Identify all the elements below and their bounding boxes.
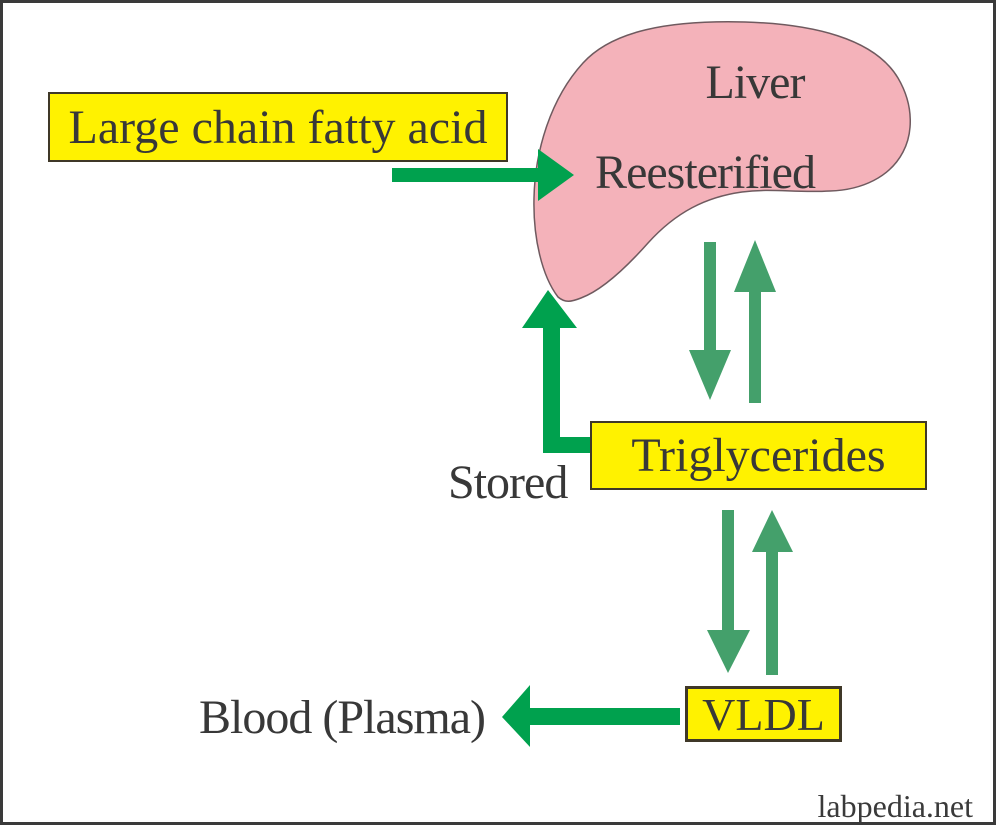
reesterified-label: Reesterified xyxy=(595,146,816,199)
node-vldl-label: VLDL xyxy=(702,688,825,740)
node-large-chain-fatty-acid-label: Large chain fatty acid xyxy=(68,100,488,154)
arrow-triglycerides-to-liver-up-icon xyxy=(734,240,776,403)
node-triglycerides-label: Triglycerides xyxy=(631,429,886,482)
arrow-fatty-acid-to-liver-icon xyxy=(392,149,574,201)
node-vldl: VLDL xyxy=(685,686,842,742)
node-triglycerides: Triglycerides xyxy=(590,421,927,490)
arrow-vldl-to-blood-icon xyxy=(502,685,680,747)
arrow-vldl-to-triglycerides-up-icon xyxy=(752,510,793,675)
node-large-chain-fatty-acid: Large chain fatty acid xyxy=(48,92,508,162)
stored-label: Stored xyxy=(448,456,568,509)
arrow-triglycerides-stored-to-liver-icon xyxy=(522,290,592,453)
arrow-triglycerides-to-vldl-down-icon xyxy=(707,510,750,673)
liver-label: Liver xyxy=(705,56,806,109)
watermark-labpedia: labpedia.net xyxy=(817,788,973,824)
liver-shape xyxy=(533,21,911,302)
arrow-liver-to-triglycerides-down-icon xyxy=(689,242,731,400)
blood-plasma-label: Blood (Plasma) xyxy=(199,691,486,744)
